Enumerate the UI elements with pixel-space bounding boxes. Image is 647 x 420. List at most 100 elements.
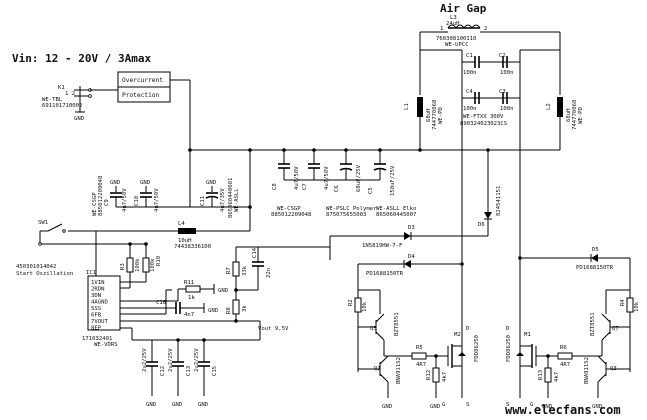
feedback-network: R7 33k C14 22n R8 3k Vout 9,5V (165, 235, 380, 332)
sw1-label: Start Oszillation (16, 271, 73, 277)
k1-ref: K1 (58, 85, 65, 91)
c6-ref: C6 (334, 185, 340, 192)
l1-part: 744770068 (432, 99, 438, 130)
r11-ref: R11 (184, 280, 194, 286)
c13-value: 2u2/25V (168, 348, 174, 372)
ic1-pin-4: 4AGND (91, 300, 108, 306)
filter-cap-c11: GND C11 4u7/35V 865060440001 WE-ASLL (200, 178, 240, 218)
l3-ref: L3 (450, 15, 457, 21)
ic1-pin-1: 1VIN (91, 280, 104, 286)
asll-note: WE-ASLL Elko (376, 206, 416, 212)
r12-ref: R12 (426, 370, 432, 380)
ic1-pin-5: 5SS (91, 306, 101, 312)
ic1-regulator: IC1 1VIN 2RDN 3DN 4AGND 5SS 6FB 7VOUT 8E… (82, 270, 260, 348)
ic1-pin-6: 6FB (91, 313, 102, 319)
c9-ref: C9 (104, 199, 110, 206)
q3-part: BNA911S2 (584, 357, 590, 384)
l2-ref: L2 (546, 103, 552, 110)
m1-part: FDD86250 (506, 335, 512, 362)
switch-sw1: SW1 450301014042 Start Oszillation (16, 220, 96, 277)
ic1-series: WE-VDRS (94, 342, 118, 348)
filter-cap-c10: GND C10 4u7/50V (134, 180, 160, 212)
c11-ref: C11 (200, 196, 206, 206)
r7-value: 33k (242, 265, 248, 276)
d4-part: PD1688150TR (366, 271, 404, 277)
l3-series: WE-UPCC (445, 42, 469, 48)
m2-part: FDD86250 (474, 335, 480, 362)
c9-value: 4u7/50V (122, 188, 128, 212)
pslc-part: 875075655003 (326, 212, 366, 218)
diode-d4: D4 PD1688150TR (357, 254, 462, 290)
input-spec-title: Vin: 12 - 20V / 3Amax (12, 52, 151, 65)
d6-ref: D6 (478, 222, 485, 228)
c11-value: 4u7/35V (220, 188, 226, 212)
q1-part: BNA911S2 (396, 357, 402, 384)
cap-c16: C16 4n7 GND (150, 300, 219, 318)
c14-ref: C14 (252, 247, 258, 258)
connector-k1: K1 1 2 WE-TBL 691101710002 GND (42, 85, 92, 122)
mosfet-m2: M2 FDD86250 G S D (442, 320, 480, 408)
m2-pin-s: S (466, 402, 469, 408)
c3-ref: C3 (499, 89, 506, 95)
c2-value: 100n (500, 70, 513, 76)
m1-ref: M1 (524, 332, 531, 338)
output-cap-c15: 2u2/25V C15 GND (194, 340, 218, 408)
diode-d5: D5 PD1688150TR (520, 247, 631, 290)
watermark: www.elecfans.com (505, 403, 621, 417)
m1-pin-s: S (506, 402, 509, 408)
k1-series: WE-TBL (42, 97, 63, 103)
csgp-note: WE-CSGP (277, 206, 301, 212)
r8-value: 3k (242, 305, 248, 312)
c15-gnd: GND (198, 402, 209, 408)
r6-ref: R6 (560, 345, 567, 351)
q1-gnd: GND (382, 404, 393, 410)
r10-value: 100k (150, 258, 156, 272)
l4-value: 10uH (178, 238, 191, 244)
ic1-pin-3: 3DN (91, 293, 101, 299)
pslc-note: WE-PSLC Polymer (326, 206, 377, 212)
r7-ref: R7 (226, 267, 232, 274)
inductor-l1: L1 68uH 744770068 WE-PD (404, 97, 444, 130)
ic1-pin-2: 2RDN (91, 287, 104, 293)
c3-value: 100n (500, 106, 513, 112)
c1-ref: C1 (466, 53, 473, 59)
r3-ref: R3 (120, 263, 126, 270)
c4-value: 100n (463, 106, 476, 112)
ic1-part: 171032401 (82, 336, 112, 342)
r3-value: 100k (135, 258, 141, 272)
c6-value: 68uF/25V (356, 164, 362, 192)
c13-gnd: GND (172, 402, 183, 408)
q7-part: BZT8551 (590, 312, 596, 336)
c13-ref: C13 (186, 366, 192, 376)
c9-gnd: GND (110, 180, 121, 186)
right-driver-stage: R4 10k Q7 BZT8551 Q3 BNA911S2 GND R6 4R7… (536, 289, 640, 410)
l2-series: WE-PD (578, 107, 584, 124)
c5-ref: C5 (368, 187, 374, 194)
c11-series: WE-ASLL (234, 188, 240, 212)
l4-ref: L4 (178, 221, 185, 227)
r11-gnd: GND (218, 288, 229, 294)
r2-ref: R2 (348, 299, 354, 306)
mosfet-m1: M1 FDD86250 G S D (506, 320, 537, 408)
r8-ref: R8 (226, 307, 232, 314)
c11-part: 865060440001 (228, 178, 234, 218)
c11-gnd: GND (206, 180, 217, 186)
d6-part: 824541151 (496, 186, 502, 216)
bulk-cap-c5: C5 150uF/25V (368, 150, 396, 196)
c9-part: 885012209048 (98, 175, 104, 216)
overcurrent-label: Overcurrent (122, 77, 163, 84)
diode-d6: D6 824541151 (478, 150, 502, 236)
r2-value: 10k (362, 301, 368, 312)
c16-value: 4n7 (184, 312, 194, 318)
c16-ref: C16 (156, 300, 166, 306)
asll-part: 865060445007 (376, 212, 416, 218)
cx-series: WE-FTXX 300V (463, 114, 504, 120)
r6-value: 4R7 (560, 362, 570, 368)
filter-cap-c9: GND C9 4u7/50V WE-CSGP 885012209048 (92, 175, 128, 216)
c1-value: 100n (463, 70, 476, 76)
resistor-r10: R10 100k (142, 244, 162, 282)
r13-value: 4k7 (554, 372, 560, 382)
sw1-ref: SW1 (38, 220, 48, 226)
q5-ref: Q5 (370, 326, 377, 332)
